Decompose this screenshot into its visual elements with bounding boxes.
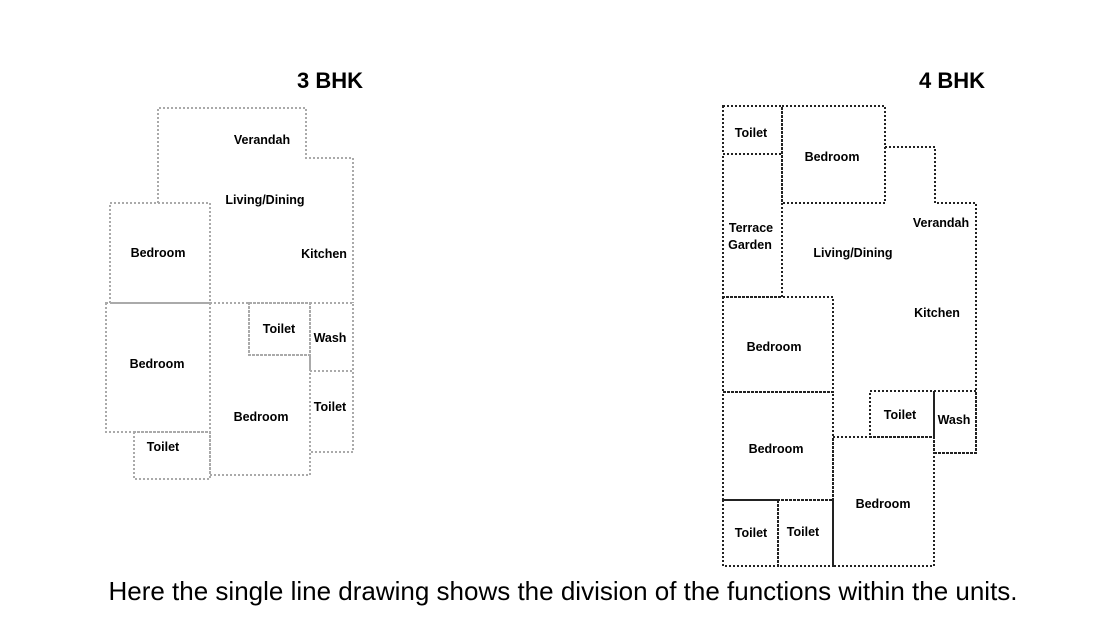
label-wash: Wash [938, 413, 971, 427]
label-terrace-line2: Garden [728, 238, 772, 252]
label-toilet-top: Toilet [735, 126, 768, 140]
room-toilet-bottom-2 [777, 499, 834, 567]
room-toilet-right [309, 370, 354, 453]
label-bedroom-lower: Bedroom [749, 442, 804, 456]
room-terrace-garden [722, 153, 783, 298]
label-bedroom-center: Bedroom [234, 410, 289, 424]
plan-3bhk: 3 BHK Verandah Living/Dining Kitchen Bed… [105, 68, 363, 480]
plan-3bhk-title: 3 BHK [297, 68, 363, 93]
room-living-outline [885, 146, 977, 454]
room-wash [933, 390, 977, 454]
label-bedroom-left-top: Bedroom [131, 246, 186, 260]
label-toilet-right: Toilet [884, 408, 917, 422]
room-living-outline [157, 107, 354, 303]
label-living-dining: Living/Dining [813, 246, 892, 260]
caption: Here the single line drawing shows the d… [108, 576, 1017, 606]
label-toilet-bottom-2: Toilet [787, 525, 820, 539]
room-toilet-center [248, 302, 311, 356]
label-toilet-center: Toilet [263, 322, 296, 336]
label-wash: Wash [314, 331, 347, 345]
plan-4bhk-title: 4 BHK [919, 68, 985, 93]
label-bedroom-mid: Bedroom [747, 340, 802, 354]
label-toilet-right: Toilet [314, 400, 347, 414]
plan-4bhk: 4 BHK Toilet Bedroom Terrace Garden Livi… [722, 68, 985, 567]
room-bedroom-mid [722, 296, 834, 393]
label-living-dining: Living/Dining [225, 193, 304, 207]
label-kitchen: Kitchen [301, 247, 347, 261]
room-toilet-bottom [133, 431, 211, 480]
label-bedroom-bottom-right: Bedroom [856, 497, 911, 511]
label-toilet-bottom-1: Toilet [735, 526, 768, 540]
label-toilet-bottom: Toilet [147, 440, 180, 454]
label-bedroom-left-bottom: Bedroom [130, 357, 185, 371]
label-verandah: Verandah [913, 216, 969, 230]
label-terrace-line1: Terrace [729, 221, 773, 235]
room-bedroom-bottom-right [832, 436, 935, 567]
label-kitchen: Kitchen [914, 306, 960, 320]
label-verandah: Verandah [234, 133, 290, 147]
label-bedroom-top: Bedroom [805, 150, 860, 164]
